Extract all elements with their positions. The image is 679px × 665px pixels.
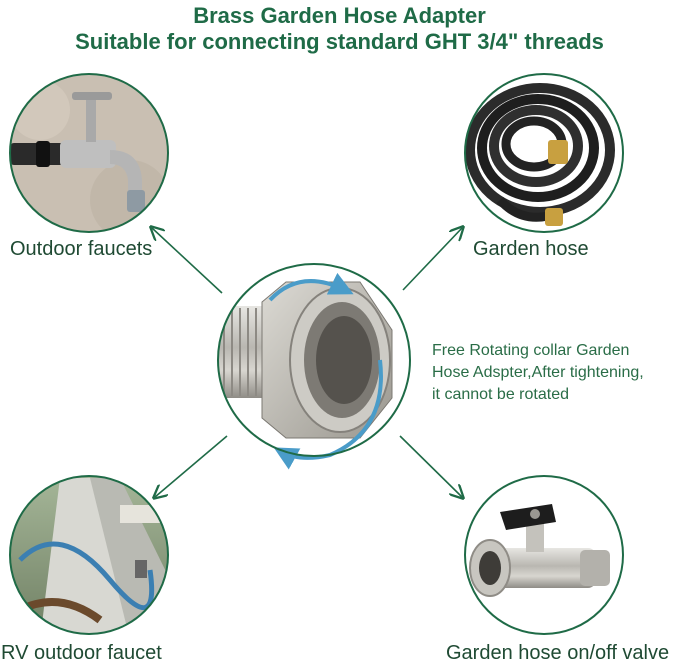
page-subtitle: Suitable for connecting standard GHT 3/4… <box>75 29 604 54</box>
label-on-off-valve: Garden hose on/off valve <box>446 642 670 664</box>
arrow-to-on-off-valve <box>399 435 462 497</box>
outdoor-faucet-image <box>10 74 168 232</box>
page-title: Brass Garden Hose Adapter <box>193 3 486 28</box>
rotation-arrow-icon <box>268 272 383 470</box>
rotating-collar-note: Free Rotating collar Garden Hose Adspter… <box>432 340 677 406</box>
adapter-image <box>218 264 410 456</box>
note-line-3: it cannot be rotated <box>432 386 569 403</box>
note-line-2: Hose Adspter,After tightening, <box>432 364 644 381</box>
circle-rings <box>9 73 624 635</box>
arrow-to-garden-hose <box>402 228 462 291</box>
label-outdoor-faucets: Outdoor faucets <box>10 238 153 260</box>
label-garden-hose: Garden hose <box>473 238 589 260</box>
connector-arrows <box>152 228 462 497</box>
on-off-valve-image <box>465 476 623 634</box>
label-rv-outdoor-faucet: RV outdoor faucet <box>1 642 162 664</box>
garden-hose-image <box>465 74 623 232</box>
note-line-1: Free Rotating collar Garden <box>432 342 630 359</box>
arrow-to-rv-faucet <box>155 435 228 497</box>
rv-faucet-image <box>10 476 168 634</box>
arrow-to-outdoor-faucets <box>152 228 223 294</box>
